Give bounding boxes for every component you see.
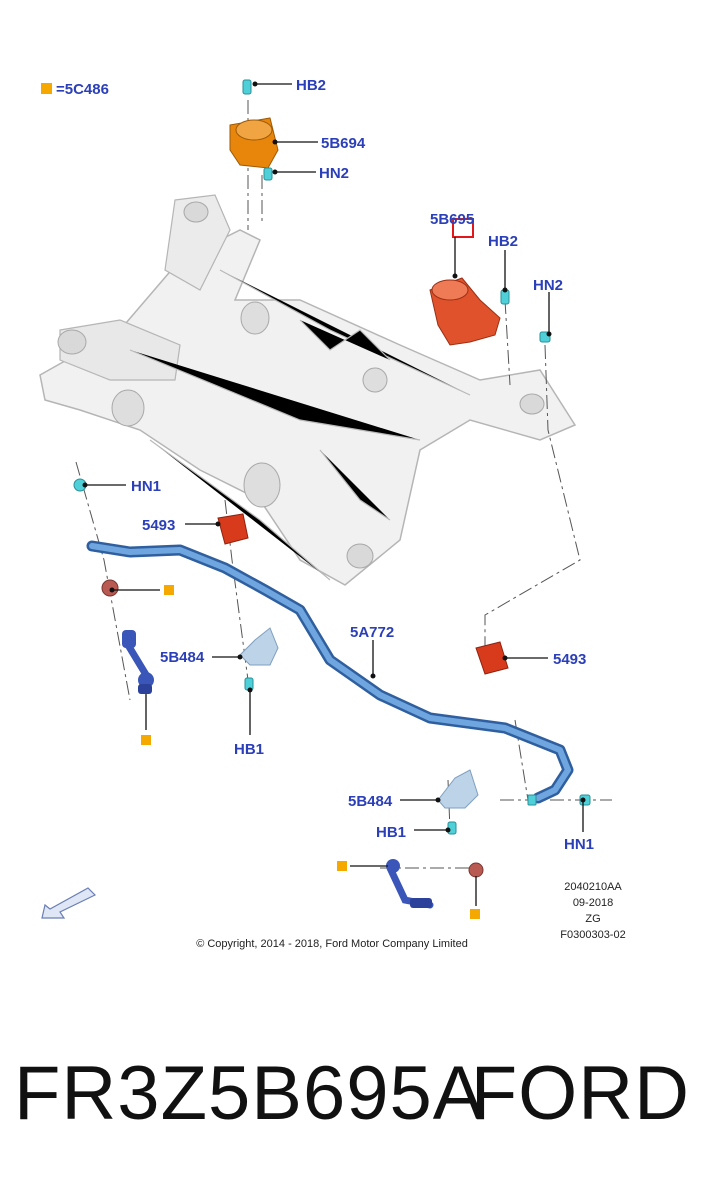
callout-5b484-left: 5B484 [160, 649, 205, 666]
stabilizer-bushing-right [475, 641, 509, 675]
body-mount-5b695 [429, 277, 501, 346]
legend-swatch [41, 83, 52, 94]
stabilizer-link-right [386, 859, 434, 909]
callout-hn1-right: HN1 [564, 836, 594, 853]
rear-subframe [39, 194, 577, 586]
leader-lines [82, 81, 586, 906]
forward-direction-arrow-icon [41, 887, 97, 919]
callout-hn1-left: HN1 [131, 478, 161, 495]
copyright-notice: © Copyright, 2014 - 2018, Ford Motor Com… [196, 938, 468, 950]
part-number: FR3Z5B695A [14, 1051, 485, 1136]
bushing-bracket-left [239, 627, 279, 666]
callout-hn2-right: HN2 [533, 277, 563, 294]
callout-hb1-right: HB1 [376, 824, 406, 841]
link-nut-left [101, 579, 119, 597]
exploded-parts-diagram: =5C486 [39, 77, 626, 950]
assembly-line [484, 344, 581, 660]
callout-5493-left: 5493 [142, 517, 175, 534]
legend-text: =5C486 [56, 81, 109, 98]
callout-5493-right: 5493 [553, 651, 586, 668]
drawing-id: 2040210AA [564, 881, 622, 893]
callout-hb2-right: HB2 [488, 233, 518, 250]
stabilizer-link-left [122, 630, 154, 694]
callout-5b484-right: 5B484 [348, 793, 393, 810]
callout-5a772: 5A772 [350, 624, 394, 641]
reference-squares-5c486 [141, 585, 480, 919]
drawing-ref: F0300303-02 [560, 929, 625, 941]
fasteners [73, 79, 591, 835]
callout-hn2-top: HN2 [319, 165, 349, 182]
assembly-line [75, 461, 131, 701]
callout-5b695: 5B695 [430, 211, 474, 228]
body-mount-5b694 [229, 117, 279, 169]
highlight-box-5b695 [452, 218, 474, 238]
callout-5b694: 5B694 [321, 135, 366, 152]
drawing-date: 09-2018 [573, 897, 613, 909]
assembly-line [504, 299, 511, 386]
link-nut-right [468, 862, 484, 878]
brand-name: FORD [470, 1051, 690, 1136]
part-caption: FR3Z5B695A FORD [0, 1050, 708, 1170]
drawing-code: ZG [585, 913, 600, 925]
stabilizer-bar [86, 540, 574, 804]
callout-hb1-left: HB1 [234, 741, 264, 758]
callout-hb2-top: HB2 [296, 77, 326, 94]
bushing-bracket-right [437, 769, 479, 809]
stabilizer-bushing-left [217, 513, 249, 545]
